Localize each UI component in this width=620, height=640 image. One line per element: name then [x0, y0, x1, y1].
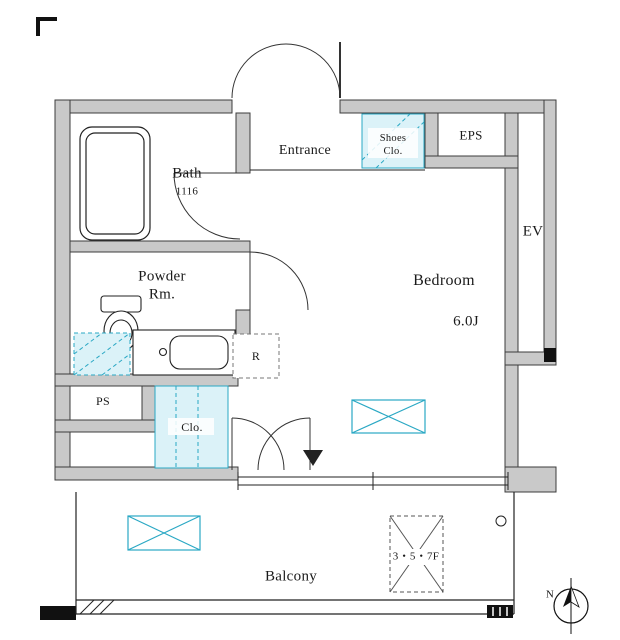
wall-top-right	[339, 99, 557, 114]
bath-size-label: 1116	[175, 185, 199, 198]
corner-mark-bottom-left	[40, 606, 76, 620]
compass	[553, 578, 589, 634]
powder-door-arc	[249, 251, 309, 311]
washing-machine-pan	[73, 332, 131, 376]
floor-levels-label: 3・5・7F	[392, 550, 440, 563]
wall-eps-bottom	[424, 155, 519, 169]
wall-bath-hall	[235, 112, 251, 174]
bathtub	[79, 126, 151, 241]
entrance-door-arc	[231, 43, 341, 99]
bedroom-crossbox	[351, 399, 426, 434]
wall-bedroom-right	[504, 112, 519, 493]
powder-room-label-2: Rm.	[148, 286, 176, 303]
compass-north-label: N	[545, 588, 555, 601]
balcony-outline	[75, 492, 515, 615]
balcony-access-marker	[303, 450, 323, 466]
balcony-crossbox	[127, 515, 201, 551]
closet-box	[154, 385, 229, 469]
bedroom-label: Bedroom	[413, 272, 475, 289]
ev-shaft-block	[544, 348, 556, 362]
powder-room-label: Powder	[138, 268, 186, 285]
bedroom-size-label: 6.0J	[453, 313, 479, 330]
corner-mark-top-left	[36, 17, 57, 36]
wall-outer-right	[543, 99, 557, 366]
bath-door-arc	[173, 172, 241, 240]
elevator-label: EV	[522, 223, 544, 240]
closet-door-arc-left	[231, 417, 285, 471]
bath-label: Bath	[172, 165, 202, 182]
refrigerator-space-box	[232, 333, 280, 379]
wall-ps-bottom	[54, 419, 156, 433]
wall-south-right	[504, 466, 557, 493]
windows	[237, 169, 509, 490]
floor-level-box	[389, 515, 444, 593]
wall-bath-powder	[69, 240, 251, 253]
closet-door-arc-right	[257, 417, 311, 471]
faucet-symbol	[495, 515, 507, 527]
wall-top-left	[54, 99, 233, 114]
shoes-closet-label-2: Clo.	[383, 145, 403, 157]
doors	[173, 42, 341, 471]
eps-label: EPS	[459, 127, 483, 143]
closet-label: Clo.	[181, 420, 203, 434]
shoes-closet-box	[361, 113, 425, 169]
entrance-label: Entrance	[278, 143, 332, 158]
shoes-closet-label: Shoes	[379, 132, 407, 144]
wall-south-left	[54, 466, 239, 481]
balcony-drain	[487, 605, 513, 618]
wall-powder-bottom	[54, 373, 239, 387]
refrigerator-label: R	[251, 349, 261, 363]
walls	[54, 99, 557, 493]
balcony-label: Balcony	[264, 568, 318, 585]
wall-ps-closet	[141, 385, 156, 421]
balcony-window-ticks	[237, 472, 509, 490]
vanity-sink	[132, 329, 236, 376]
pipe-space-label: PS	[96, 394, 110, 408]
